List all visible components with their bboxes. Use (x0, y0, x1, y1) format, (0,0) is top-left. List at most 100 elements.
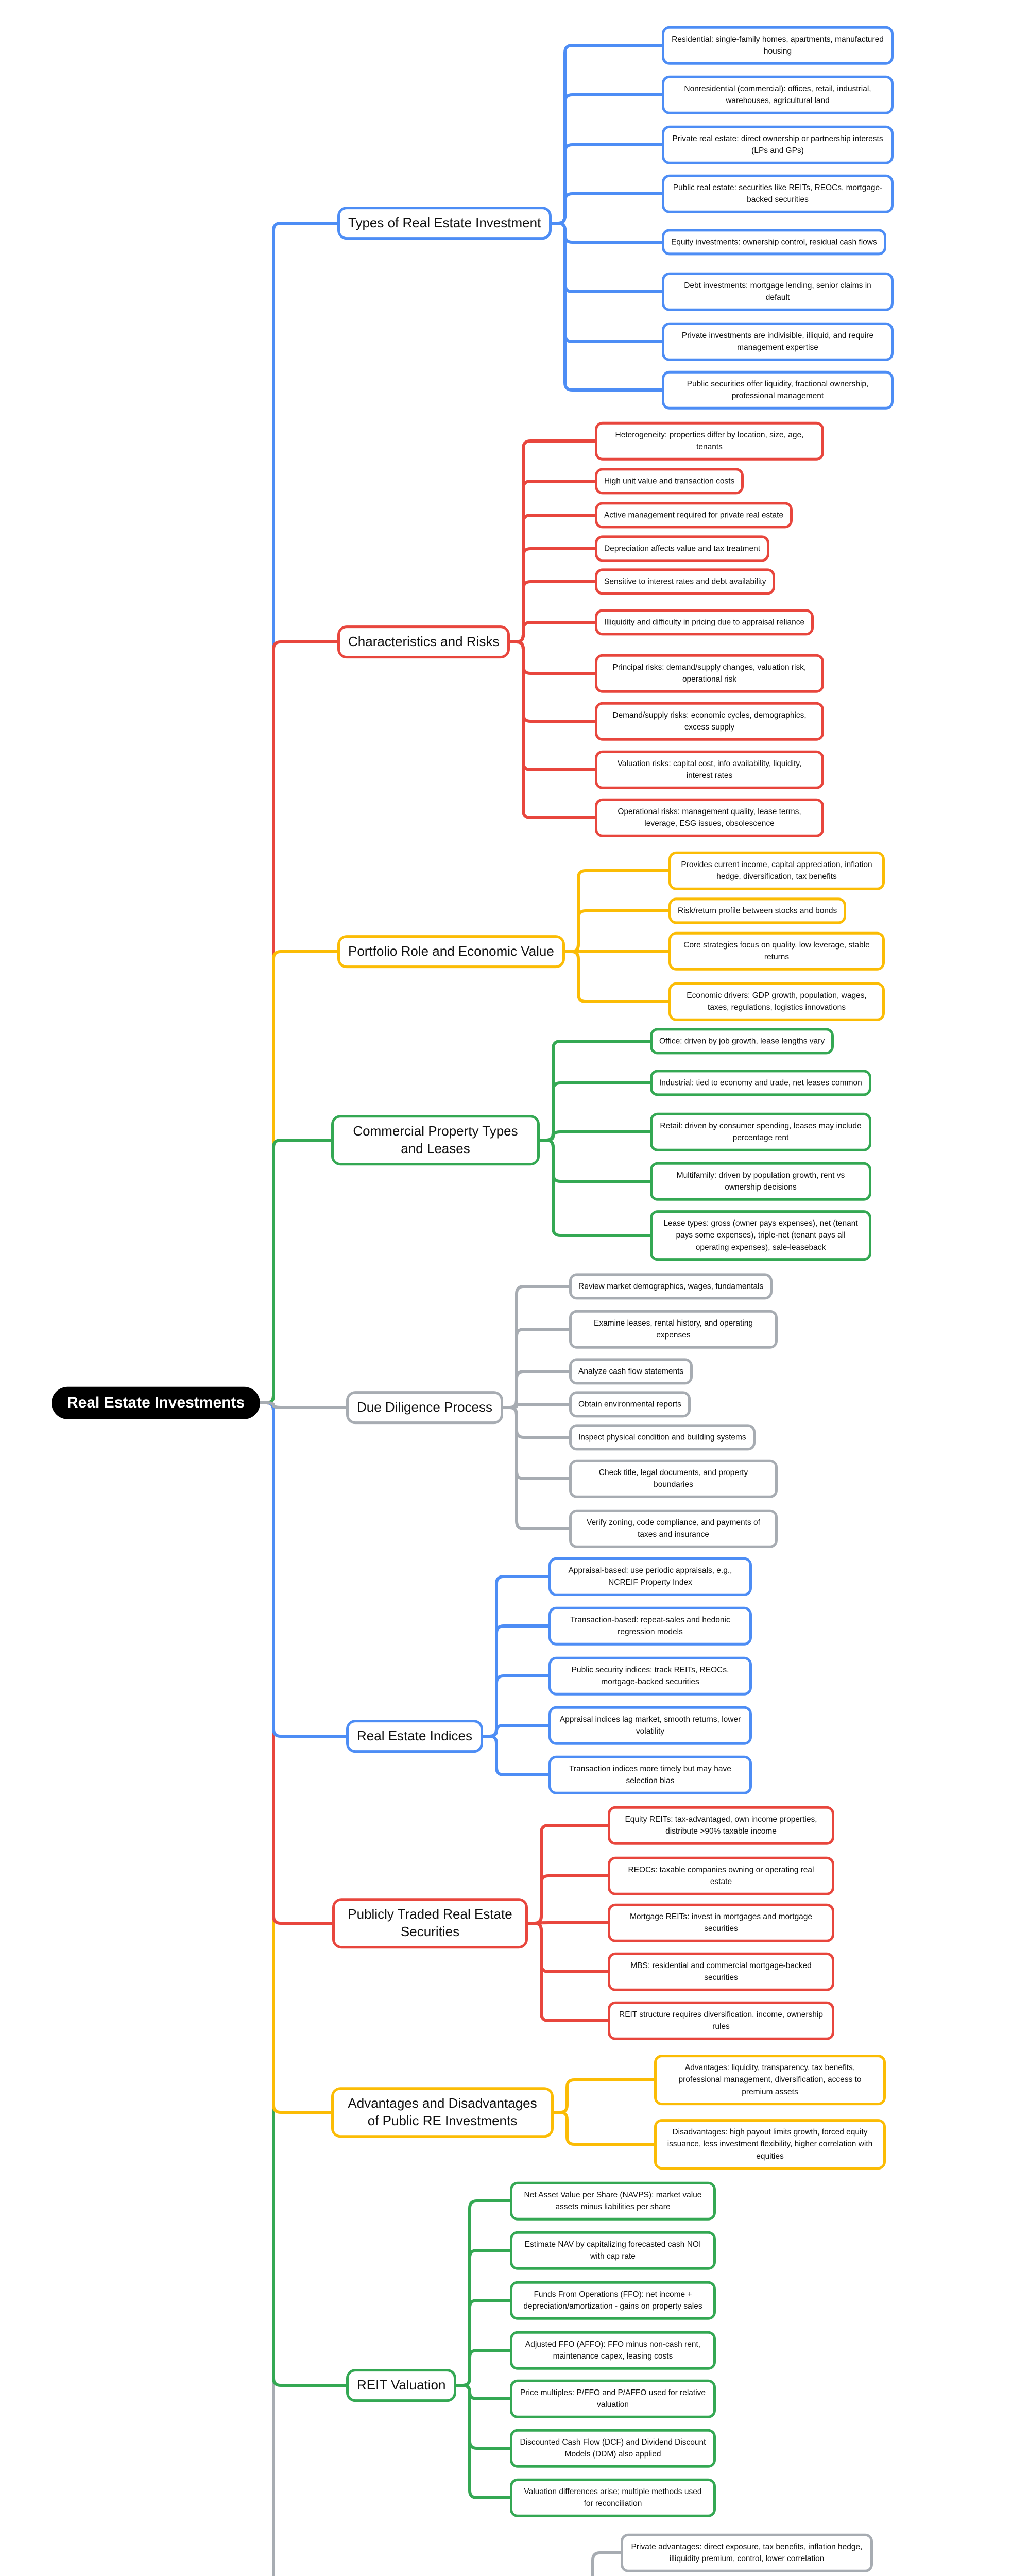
connector (260, 1401, 331, 2114)
leaf-node[interactable]: Private real estate: direct ownership or… (662, 125, 894, 164)
connector (528, 1922, 608, 2022)
connector (260, 1401, 332, 1925)
branch-title-1[interactable]: Characteristics and Risks (337, 625, 510, 658)
leaf-node[interactable]: Residential: single-family homes, apartm… (662, 26, 894, 65)
connector (260, 1401, 275, 2576)
connector (260, 950, 337, 1404)
connector (456, 2384, 510, 2450)
connector (260, 222, 337, 1404)
connector (528, 1874, 608, 1925)
leaf-node[interactable]: Active management required for private r… (595, 502, 793, 529)
leaf-node[interactable]: Nonresidential (commercial): offices, re… (662, 75, 894, 114)
connector (591, 2551, 621, 2576)
leaf-node[interactable]: Private advantages: direct exposure, tax… (621, 2533, 873, 2572)
leaf-node[interactable]: Debt investments: mortgage lending, seni… (662, 272, 894, 311)
connector (552, 222, 662, 244)
connector (483, 1624, 548, 1738)
leaf-node[interactable]: Provides current income, capital appreci… (668, 851, 885, 890)
connector (260, 1401, 346, 1409)
connector (503, 1406, 569, 1530)
leaf-node[interactable]: Valuation risks: capital cost, info avai… (595, 750, 824, 789)
leaf-node[interactable]: Check title, legal documents, and proper… (569, 1459, 778, 1498)
leaf-node[interactable]: Examine leases, rental history, and oper… (569, 1310, 778, 1349)
leaf-node[interactable]: MBS: residential and commercial mortgage… (608, 1952, 834, 1991)
leaf-node[interactable]: Review market demographics, wages, funda… (569, 1273, 773, 1300)
leaf-node[interactable]: Public real estate: securities like REIT… (662, 174, 894, 213)
leaf-node[interactable]: Valuation differences arise; multiple me… (510, 2478, 716, 2517)
leaf-node[interactable]: REIT structure requires diversification,… (608, 2001, 834, 2040)
leaf-node[interactable]: Sensitive to interest rates and debt ava… (595, 568, 776, 595)
branch-title-5[interactable]: Real Estate Indices (346, 1720, 484, 1753)
leaf-node[interactable]: Equity REITs: tax-advantaged, own income… (608, 1806, 834, 1845)
leaf-node[interactable]: Multifamily: driven by population growth… (650, 1162, 871, 1201)
connector (456, 2199, 510, 2387)
leaf-node[interactable]: Equity investments: ownership control, r… (662, 229, 886, 256)
connector (565, 909, 668, 953)
connector (552, 222, 662, 293)
branch-title-2[interactable]: Portfolio Role and Economic Value (337, 935, 565, 968)
branch-title-8[interactable]: REIT Valuation (346, 2369, 457, 2402)
connector (260, 1401, 346, 1738)
leaf-node[interactable]: Industrial: tied to economy and trade, n… (650, 1070, 871, 1096)
connector (483, 1724, 548, 1738)
leaf-node[interactable]: Demand/supply risks: economic cycles, de… (595, 702, 824, 741)
leaf-node[interactable]: Analyze cash flow statements (569, 1358, 693, 1385)
connector (483, 1735, 548, 1776)
leaf-node[interactable]: Transaction-based: repeat-sales and hedo… (548, 1606, 752, 1646)
connector (565, 950, 668, 953)
branch-title-0[interactable]: Types of Real Estate Investment (337, 207, 552, 240)
leaf-node[interactable]: Net Asset Value per Share (NAVPS): marke… (510, 2181, 716, 2221)
leaf-node[interactable]: Obtain environmental reports (569, 1391, 691, 1418)
connector (456, 2249, 510, 2387)
leaf-node[interactable]: Risk/return profile between stocks and b… (668, 897, 847, 924)
connector (503, 1406, 569, 1439)
connector (552, 222, 662, 392)
leaf-node[interactable]: Heterogeneity: properties differ by loca… (595, 421, 824, 461)
leaf-node[interactable]: Retail: driven by consumer spending, lea… (650, 1112, 871, 1151)
leaf-node[interactable]: Funds From Operations (FFO): net income … (510, 2281, 716, 2320)
leaf-node[interactable]: Estimate NAV by capitalizing forecasted … (510, 2231, 716, 2270)
leaf-node[interactable]: Office: driven by job growth, lease leng… (650, 1028, 834, 1055)
leaf-node[interactable]: Principal risks: demand/supply changes, … (595, 654, 824, 693)
leaf-node[interactable]: Public security indices: track REITs, RE… (548, 1656, 752, 1696)
central-node-real-estate-investments[interactable]: Real Estate Investments (52, 1386, 261, 1419)
branch-title-3[interactable]: Commercial Property Types and Leases (331, 1115, 540, 1165)
branch-title-7[interactable]: Advantages and Disadvantages of Public R… (331, 2087, 554, 2138)
leaf-node[interactable]: Public securities offer liquidity, fract… (662, 370, 894, 410)
leaf-node[interactable]: Advantages: liquidity, transparency, tax… (654, 2055, 886, 2105)
leaf-node[interactable]: Private investments are indivisible, ill… (662, 322, 894, 361)
leaf-node[interactable]: Appraisal indices lag market, smooth ret… (548, 1706, 752, 1745)
connector (554, 2111, 654, 2146)
connector (503, 1285, 569, 1409)
connector (552, 192, 662, 225)
leaf-node[interactable]: Adjusted FFO (AFFO): FFO minus non-cash … (510, 2331, 716, 2370)
leaf-node[interactable]: Depreciation affects value and tax treat… (595, 535, 769, 562)
leaf-node[interactable]: Discounted Cash Flow (DCF) and Dividend … (510, 2429, 716, 2468)
leaf-node[interactable]: Appraisal-based: use periodic appraisals… (548, 1557, 752, 1596)
leaf-node[interactable]: Inspect physical condition and building … (569, 1424, 756, 1451)
connector (540, 1139, 650, 1237)
leaf-node[interactable]: Disadvantages: high payout limits growth… (654, 2119, 886, 2170)
leaf-node[interactable]: High unit value and transaction costs (595, 468, 744, 495)
leaf-node[interactable]: Lease types: gross (owner pays expenses)… (650, 1210, 871, 1261)
connector (456, 2384, 510, 2400)
leaf-node[interactable]: REOCs: taxable companies owning or opera… (608, 1856, 834, 1895)
connector (554, 2078, 654, 2114)
leaf-node[interactable]: Core strategies focus on quality, low le… (668, 931, 885, 971)
leaf-node[interactable]: Illiquidity and difficulty in pricing du… (595, 609, 814, 636)
leaf-node[interactable]: Verify zoning, code compliance, and paym… (569, 1509, 778, 1548)
leaf-node[interactable]: Mortgage REITs: invest in mortgages and … (608, 1903, 834, 1942)
connector (483, 1674, 548, 1738)
branch-title-6[interactable]: Publicly Traded Real Estate Securities (332, 1898, 528, 1948)
leaf-node[interactable]: Price multiples: P/FFO and P/AFFO used f… (510, 2379, 716, 2418)
connector (503, 1328, 569, 1409)
connector (260, 640, 337, 1404)
connector (540, 1040, 650, 1142)
connector (565, 950, 668, 1003)
connector (540, 1139, 650, 1183)
leaf-node[interactable]: Economic drivers: GDP growth, population… (668, 982, 885, 1021)
leaf-node[interactable]: Transaction indices more timely but may … (548, 1755, 752, 1794)
leaf-node[interactable]: Operational risks: management quality, l… (595, 798, 824, 837)
branch-title-4[interactable]: Due Diligence Process (346, 1391, 504, 1424)
